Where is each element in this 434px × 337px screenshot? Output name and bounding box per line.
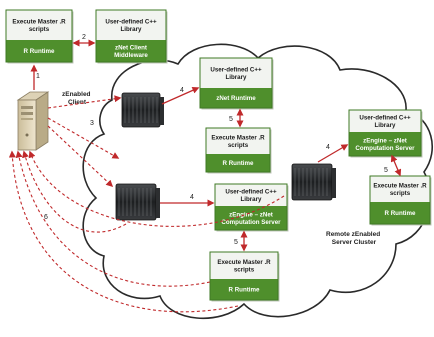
box-top-section	[210, 252, 278, 279]
step-label-5a: 5	[229, 116, 233, 123]
step-label-3: 3	[90, 120, 94, 127]
arrow-step6-b	[15, 150, 211, 287]
box-title: User-defined C++Library	[105, 18, 157, 32]
solid-arrows	[30, 39, 402, 252]
box-top-section	[349, 110, 421, 132]
client-caption: zEnabled Client	[62, 91, 92, 106]
server-rack-icon	[291, 163, 336, 201]
client-computer-icon	[16, 91, 50, 151]
step-label-4b: 4	[190, 194, 194, 201]
arrow-step6-a	[22, 150, 127, 233]
box-bottom-section	[370, 202, 430, 224]
dashed-arrows	[8, 95, 285, 313]
box-top-section	[215, 184, 287, 206]
step-label-5c: 5	[384, 167, 388, 174]
box-top-section	[96, 10, 166, 40]
box-bottom-section	[349, 132, 421, 156]
box-runtime-label: R Runtime	[385, 210, 416, 217]
server-rack-icon	[121, 92, 164, 128]
arrow-step3-to-server1	[47, 95, 122, 109]
arrow-step4a	[161, 87, 200, 105]
box-title: User-defined C++Library	[225, 188, 277, 202]
server-rack-icon	[115, 183, 160, 221]
cluster-caption: Remote zEnabled Server Cluster	[326, 231, 382, 246]
box-runtime-label: R Runtime	[24, 48, 55, 55]
component-box-server1-cpp: User-defined C++Library zNet Runtime	[199, 57, 274, 110]
arrow-step5c	[390, 154, 402, 177]
arrow-step6-d	[28, 150, 285, 227]
step-label-1: 1	[36, 73, 40, 80]
step-label-4a: 4	[180, 87, 184, 94]
step-label-6: 6	[44, 214, 48, 221]
arrow-step6-c	[8, 150, 239, 313]
arrow-step4c	[317, 144, 349, 163]
box-top-section	[370, 176, 430, 202]
box-bottom-section	[206, 154, 270, 172]
box-bottom-section	[96, 40, 166, 62]
box-runtime-label: R Runtime	[223, 160, 254, 167]
box-bottom-section	[210, 279, 278, 300]
box-runtime-label: R Runtime	[229, 287, 260, 294]
step-labels: 1 2 3 4 5 4 5 4 5 6	[36, 34, 388, 246]
step-label-4c: 4	[326, 144, 330, 151]
box-top-section	[6, 10, 72, 40]
box-title: User-defined C++Library	[210, 66, 262, 80]
arrow-step3-to-server1b	[47, 117, 120, 159]
box-top-section	[200, 58, 272, 88]
step-label-2: 2	[82, 34, 86, 41]
box-top-section	[206, 128, 270, 154]
arrow-step3-to-server2	[47, 125, 114, 188]
box-bottom-section	[6, 40, 72, 62]
box-bottom-section	[215, 206, 287, 230]
step-label-5b: 5	[234, 239, 238, 246]
box-bottom-section	[200, 88, 272, 108]
box-title: User-defined C++Library	[359, 114, 411, 128]
box-runtime-label: zNet Runtime	[216, 95, 256, 102]
